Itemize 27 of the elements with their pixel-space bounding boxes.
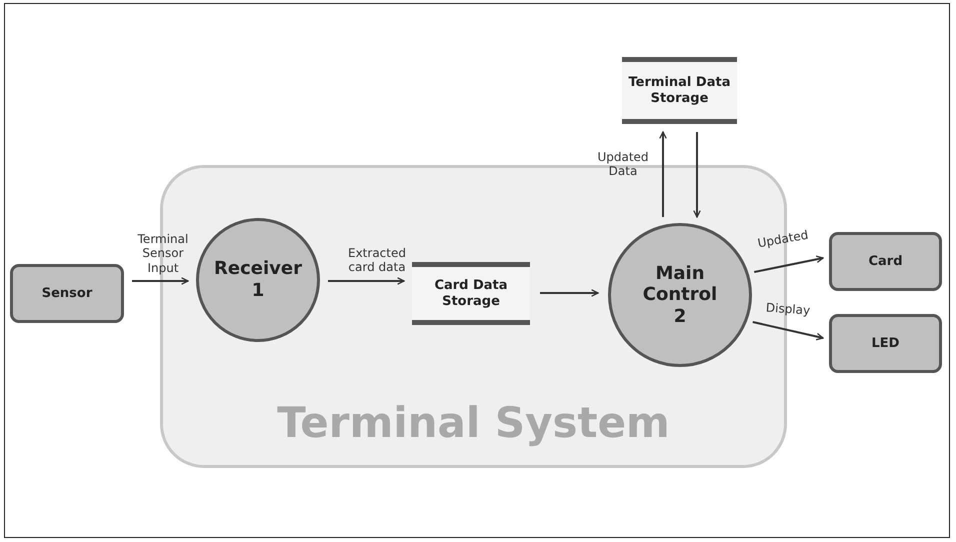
edge-label: Extracted card data [347, 246, 407, 275]
entity-box [829, 232, 942, 291]
flow-arrow [132, 277, 189, 285]
flow-arrow [754, 256, 824, 273]
process-label: 2 [674, 306, 686, 328]
entity-label: Sensor [42, 286, 92, 302]
flow-arrow [659, 131, 667, 218]
data-store [412, 262, 530, 325]
entity-label: Card [868, 254, 903, 270]
entity-box [829, 314, 942, 373]
flow-arrow [540, 289, 599, 297]
flow-arrow [328, 277, 405, 285]
flow-arrow [693, 132, 701, 218]
edge-label: Updated [756, 226, 810, 252]
store-label: Card Data Storage [433, 278, 509, 310]
edge-label: Display [764, 300, 812, 318]
boundary-title: Terminal System [276, 398, 671, 447]
data-store [622, 57, 737, 124]
process-label: 1 [252, 280, 264, 302]
process-label: Receiver [214, 258, 302, 280]
edge-label: Updated Data [596, 150, 650, 179]
entity-box [10, 264, 124, 323]
store-label: Terminal Data Storage [628, 74, 732, 106]
edge-label: Terminal Sensor Input [136, 232, 190, 276]
entity-label: LED [872, 336, 900, 352]
process-label: Main Control [642, 262, 718, 306]
flow-arrow [752, 321, 824, 340]
